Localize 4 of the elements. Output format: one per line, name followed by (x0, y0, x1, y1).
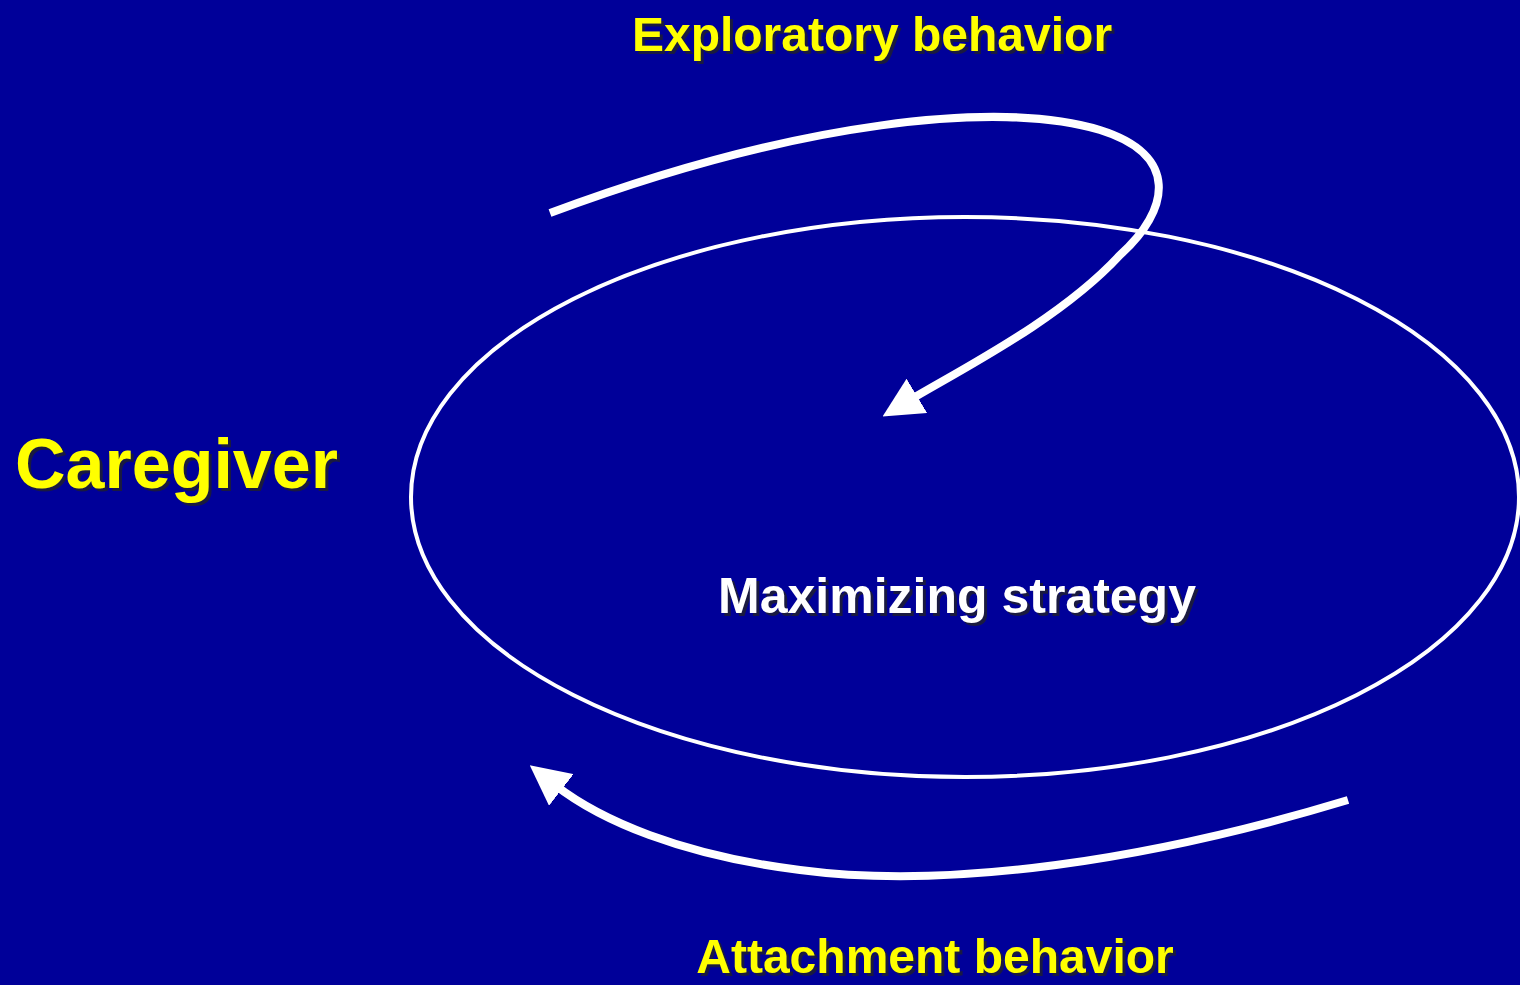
arrow-label: Attachment behavior (696, 929, 1174, 985)
node-label: Maximizing strategy (718, 567, 1196, 626)
arrow-label: Exploratory behavior (631, 7, 1113, 63)
side-label: Caregiver (15, 424, 338, 505)
